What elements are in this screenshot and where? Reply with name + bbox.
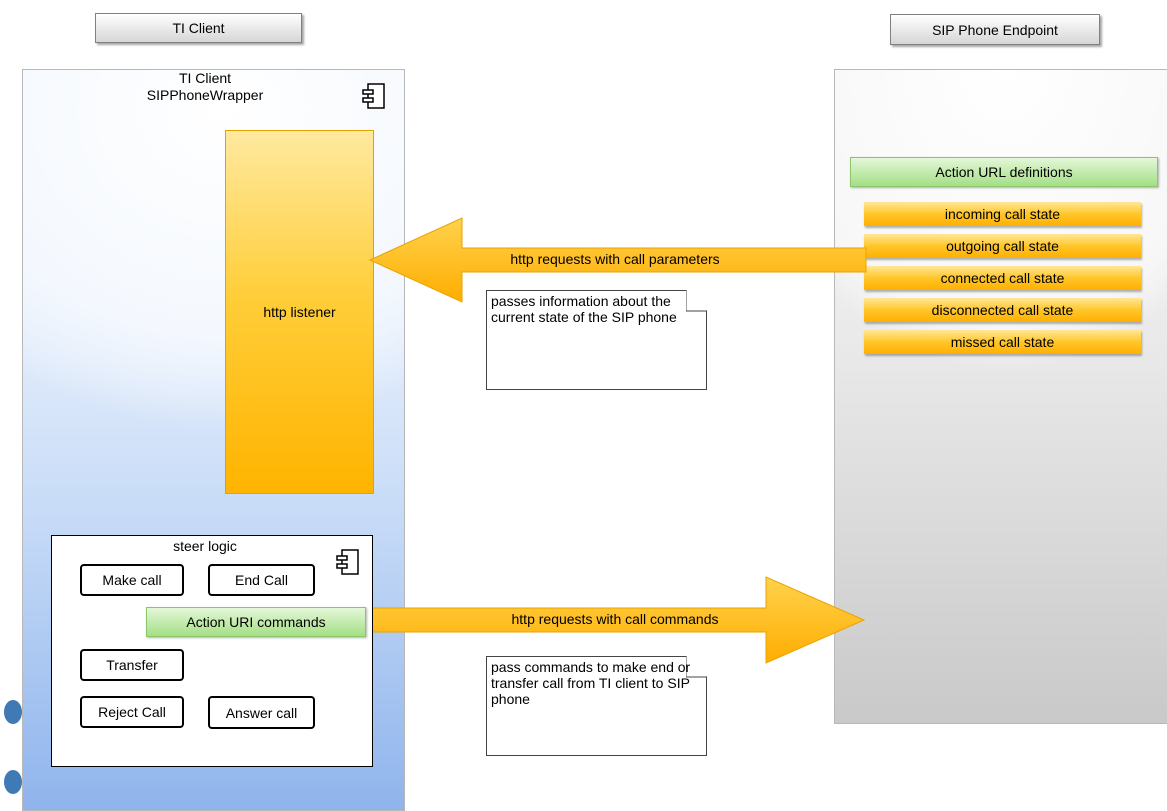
- state-disconnected-call: disconnected call state: [864, 298, 1141, 322]
- lane-header-ti-client: TI Client: [95, 13, 302, 43]
- state-connected-call: connected call state: [864, 266, 1141, 290]
- http-listener-label: http listener: [263, 304, 336, 320]
- note-outgoing: pass commands to make end or transfer ca…: [486, 656, 707, 756]
- http-listener: http listener: [225, 130, 374, 494]
- transfer-button[interactable]: Transfer: [80, 649, 184, 681]
- note-incoming: passes information about the current sta…: [486, 290, 707, 390]
- arrow-outgoing: [369, 576, 866, 664]
- component-title-line1: TI Client: [178, 70, 232, 86]
- make-call-button[interactable]: Make call: [80, 564, 184, 596]
- answer-call-button[interactable]: Answer call: [208, 696, 315, 729]
- component-icon: [336, 549, 359, 575]
- component-icon: [362, 83, 385, 109]
- state-missed-call: missed call state: [864, 330, 1141, 354]
- end-call-button[interactable]: End Call: [208, 564, 315, 596]
- action-url-definitions: Action URL definitions: [850, 157, 1158, 187]
- side-marker-icon: [4, 700, 22, 724]
- state-incoming-call: incoming call state: [864, 202, 1141, 226]
- steer-logic-title: steer logic: [173, 538, 237, 554]
- note-outgoing-text: pass commands to make end or transfer ca…: [491, 659, 691, 707]
- component-title-line2: SIPPhoneWrapper: [146, 87, 264, 103]
- side-marker-icon: [4, 770, 22, 794]
- action-uri-commands: Action URI commands: [146, 607, 366, 637]
- note-fold-icon: [686, 290, 707, 312]
- arrow-incoming: [368, 217, 867, 303]
- note-fold-icon: [686, 656, 707, 678]
- ti-client-component-title: TI Client SIPPhoneWrapper: [120, 70, 290, 104]
- reject-call-button[interactable]: Reject Call: [80, 696, 184, 728]
- note-incoming-text: passes information about the current sta…: [491, 293, 677, 325]
- arrow-outgoing-label: http requests with call commands: [511, 611, 719, 627]
- arrow-incoming-label: http requests with call parameters: [510, 251, 720, 267]
- lane-header-sip-phone-endpoint: SIP Phone Endpoint: [890, 14, 1100, 45]
- state-outgoing-call: outgoing call state: [864, 234, 1141, 258]
